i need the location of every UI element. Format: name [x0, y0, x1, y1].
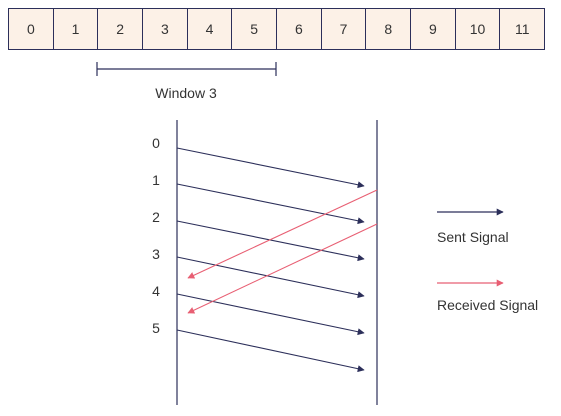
legend: Sent Signal Received Signal: [437, 208, 538, 313]
sent-arrow: [176, 293, 365, 336]
sequence-cell: 8: [366, 8, 412, 50]
frame-label: 5: [152, 320, 160, 336]
sequence-cell: 9: [411, 8, 456, 50]
received-arrows: [187, 189, 378, 314]
frame-label: 2: [152, 209, 160, 225]
frame-label: 3: [152, 246, 160, 262]
legend-received-label: Received Signal: [437, 297, 538, 313]
sequence-cell: 10: [455, 8, 501, 50]
legend-sent-label: Sent Signal: [437, 229, 509, 245]
sent-arrow: [176, 147, 365, 189]
sent-arrows: [176, 147, 365, 373]
frame-label: 1: [152, 172, 160, 188]
sequence-cell: 2: [98, 8, 144, 50]
sequence-cell: 3: [143, 8, 188, 50]
sequence-cell: 5: [232, 8, 278, 50]
frame-label: 0: [152, 135, 160, 151]
sequence-cell: 4: [187, 8, 233, 50]
window-bracket: Window 3: [96, 62, 277, 101]
sequence-cell: 7: [321, 8, 367, 50]
frame-labels: 0 1 2 3 4 5: [152, 135, 160, 336]
sequence-cell: 11: [500, 8, 546, 50]
sequence-cell: 0: [8, 8, 54, 50]
sent-arrow: [176, 183, 365, 225]
sent-arrow: [176, 256, 365, 299]
received-arrow: [187, 223, 378, 314]
sequence-cell: 1: [53, 8, 99, 50]
sequence-cell: 6: [277, 8, 322, 50]
received-arrow: [187, 189, 378, 279]
window-label: Window 3: [155, 85, 217, 101]
sent-arrow: [176, 329, 365, 373]
frame-label: 4: [152, 283, 160, 299]
